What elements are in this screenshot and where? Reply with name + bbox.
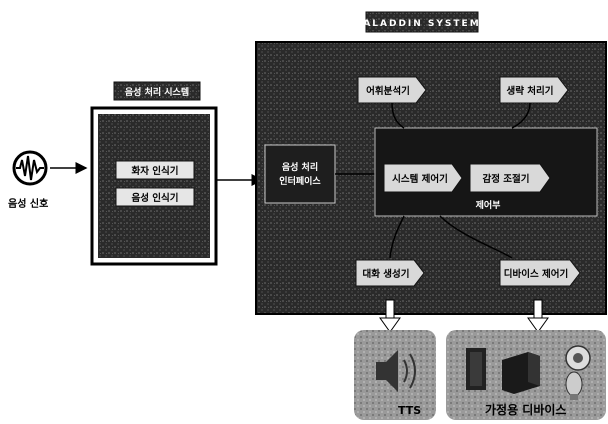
aladdin-title: ALADDIN SYSTEM (363, 19, 480, 29)
input-signal: 음성 신호 (8, 152, 48, 210)
speech-interface-label-line2: 인터페이스 (279, 175, 321, 187)
module-lexical-analyzer-label: 어휘분석기 (366, 85, 410, 97)
module-emotion-controller-label: 감정 조절기 (482, 173, 529, 185)
module-emotion-controller: 감정 조절기 (470, 164, 550, 192)
module-ellipsis-handler-label: 생략 처리기 (506, 85, 553, 97)
module-device-controller-label: 디바이스 제어기 (504, 268, 569, 280)
home-devices-label: 가정용 디바이스 (485, 402, 566, 417)
module-ellipsis-handler: 생략 처리기 (500, 77, 568, 103)
module-dialog-generator: 대화 생성기 (356, 260, 424, 286)
sps-module-speaker-recognizer-label: 화자 인식기 (131, 165, 178, 177)
input-signal-label: 음성 신호 (8, 197, 48, 210)
module-lexical-analyzer: 어휘분석기 (358, 77, 426, 103)
home-devices-output: 가정용 디바이스 (446, 330, 606, 420)
controller-label: 제어부 (476, 199, 501, 211)
sps-title: 음성 처리 시스템 (125, 86, 189, 98)
aladdin-system: ALADDIN SYSTEM 음성 처리 인터페이스 어휘분석기 생략 처리기 … (256, 12, 606, 314)
module-dialog-generator-label: 대화 생성기 (362, 268, 409, 280)
module-system-controller: 시스템 제어기 (384, 164, 462, 192)
module-device-controller: 디바이스 제어기 (500, 260, 580, 286)
sps-module-speech-recognizer-label: 음성 인식기 (131, 192, 178, 204)
tts-output: TTS (354, 330, 436, 420)
speech-processing-system: 음성 처리 시스템 화자 인식기 음성 인식기 (92, 82, 216, 264)
tts-label: TTS (398, 404, 421, 417)
speech-interface-label-line1: 음성 처리 (282, 161, 318, 173)
speech-interface-box (265, 145, 335, 203)
appliance-box-icon (502, 352, 540, 394)
module-system-controller-label: 시스템 제어기 (392, 173, 448, 185)
door-icon (466, 348, 486, 390)
